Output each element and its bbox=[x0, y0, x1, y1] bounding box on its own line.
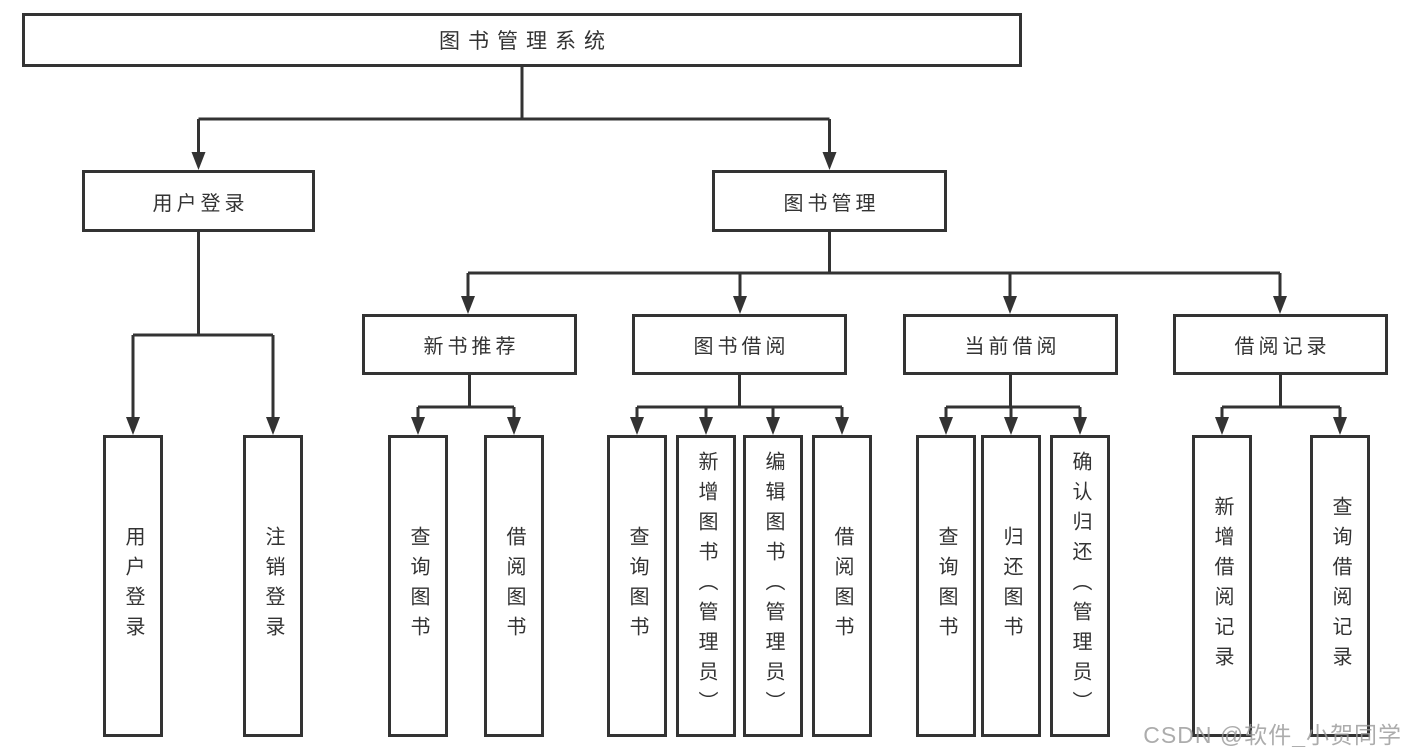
leaf-query-borrow-record: 查询借阅记录 bbox=[1310, 435, 1370, 737]
node-book-borrowing: 图书借阅 bbox=[632, 314, 847, 375]
node-label: 新书推荐 bbox=[423, 336, 520, 358]
leaf-label: 归还图书 bbox=[1000, 526, 1022, 646]
leaf-user-login: 用户登录 bbox=[103, 435, 163, 737]
arrow-down-icon bbox=[939, 417, 953, 435]
arrow-down-icon bbox=[630, 417, 644, 435]
arrow-down-icon bbox=[1003, 296, 1017, 314]
node-current-borrowing: 当前借阅 bbox=[903, 314, 1118, 375]
arrow-down-icon bbox=[822, 152, 837, 170]
connector-arrowheads bbox=[126, 152, 1347, 435]
leaf-add-books-admin: 新增图书（管理员） bbox=[676, 435, 736, 737]
leaf-borrow-books-recommend: 借阅图书 bbox=[484, 435, 544, 737]
csdn-watermark: CSDN @软件_小贺同学 bbox=[1143, 722, 1402, 747]
leaf-edit-books-admin: 编辑图书（管理员） bbox=[743, 435, 803, 737]
leaf-label: 查询图书 bbox=[935, 526, 957, 646]
node-borrowing-records: 借阅记录 bbox=[1173, 314, 1388, 375]
leaf-label: 编辑图书（管理员） bbox=[762, 451, 784, 721]
leaf-label: 确认归还（管理员） bbox=[1069, 451, 1091, 721]
arrow-down-icon bbox=[266, 417, 280, 435]
arrow-down-icon bbox=[699, 417, 713, 435]
arrow-down-icon bbox=[835, 417, 849, 435]
leaf-label: 查询借阅记录 bbox=[1329, 496, 1351, 676]
connector-stems bbox=[131, 67, 1342, 417]
leaf-label: 新增图书（管理员） bbox=[695, 451, 717, 721]
leaf-label: 新增借阅记录 bbox=[1211, 496, 1233, 676]
arrow-down-icon bbox=[411, 417, 425, 435]
leaf-logout: 注销登录 bbox=[243, 435, 303, 737]
leaf-label: 借阅图书 bbox=[503, 526, 525, 646]
leaf-return-books: 归还图书 bbox=[981, 435, 1041, 737]
arrow-down-icon bbox=[507, 417, 521, 435]
arrow-down-icon bbox=[733, 296, 747, 314]
leaf-label: 注销登录 bbox=[262, 526, 284, 646]
arrow-down-icon bbox=[1333, 417, 1347, 435]
node-label: 用户登录 bbox=[152, 192, 249, 215]
arrow-down-icon bbox=[126, 417, 140, 435]
arrow-down-icon bbox=[461, 296, 475, 314]
arrow-down-icon bbox=[1073, 417, 1087, 435]
arrow-down-icon bbox=[766, 417, 780, 435]
node-label: 图书借阅 bbox=[693, 336, 790, 358]
leaf-label: 借阅图书 bbox=[831, 526, 853, 646]
leaf-label: 查询图书 bbox=[626, 526, 648, 646]
arrow-down-icon bbox=[191, 152, 206, 170]
node-book-management: 图书管理 bbox=[712, 170, 947, 232]
leaf-query-books-current: 查询图书 bbox=[916, 435, 976, 737]
leaf-query-books-borrow: 查询图书 bbox=[607, 435, 667, 737]
leaf-label: 查询图书 bbox=[407, 526, 429, 646]
arrow-down-icon bbox=[1004, 417, 1018, 435]
node-label: 当前借阅 bbox=[964, 336, 1061, 358]
arrow-down-icon bbox=[1273, 296, 1287, 314]
leaf-label: 用户登录 bbox=[122, 526, 144, 646]
node-label: 借阅记录 bbox=[1234, 336, 1331, 358]
leaf-borrow-books: 借阅图书 bbox=[812, 435, 872, 737]
node-new-book-recommendation: 新书推荐 bbox=[362, 314, 577, 375]
node-user-login: 用户登录 bbox=[82, 170, 315, 232]
node-label: 图书管理 bbox=[783, 192, 880, 215]
node-library-system: 图书管理系统 bbox=[22, 13, 1022, 67]
leaf-add-borrow-record: 新增借阅记录 bbox=[1192, 435, 1252, 737]
arrow-down-icon bbox=[1215, 417, 1229, 435]
node-label: 图书管理系统 bbox=[439, 30, 613, 53]
leaf-query-books-recommend: 查询图书 bbox=[388, 435, 448, 737]
leaf-confirm-return-admin: 确认归还（管理员） bbox=[1050, 435, 1110, 737]
